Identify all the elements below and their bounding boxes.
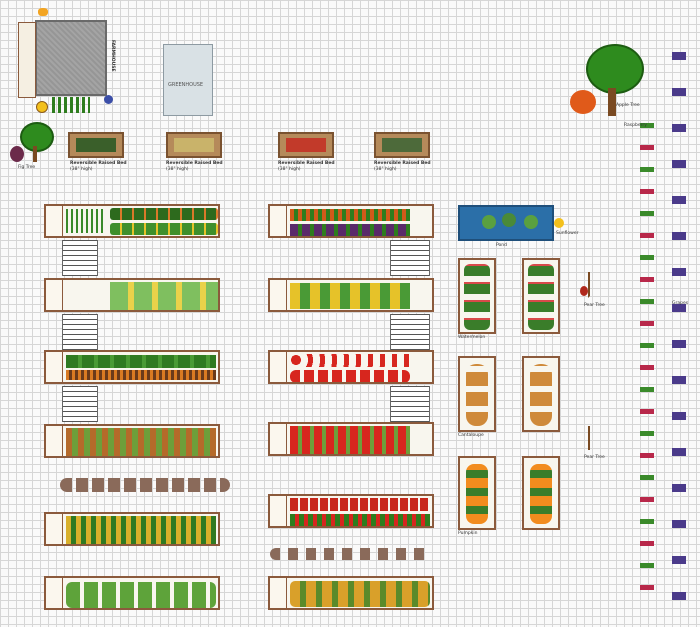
garden-path [62, 240, 98, 276]
raised-bed-sub: (38" high) [278, 167, 301, 172]
herb-row [60, 478, 230, 492]
sunflower-icon [554, 218, 564, 228]
cantaloupe-bed-1[interactable] [458, 356, 496, 432]
pond-label: Pond [496, 243, 508, 248]
cantaloupe-label: Cantaloupe [458, 433, 484, 438]
sunflower-icon [36, 101, 48, 113]
flower-border-bed[interactable] [18, 22, 36, 98]
herb-row [270, 548, 430, 560]
garden-bed-left-3[interactable] [44, 350, 220, 384]
pear-tree-label: Pear Tree [584, 303, 605, 308]
cantaloupe-bed-2[interactable] [522, 356, 560, 432]
grapes-label: Grapes [672, 301, 689, 306]
greenhouse-label: GREENHOUSE [168, 82, 204, 88]
garden-bed-left-5[interactable] [44, 512, 220, 546]
melon-bed-1[interactable] [458, 258, 496, 334]
raised-bed-label: Reversible Raised Bed [278, 161, 335, 166]
pear-tree-icon[interactable] [588, 272, 608, 298]
raspberry-column[interactable] [640, 110, 654, 590]
reversible-raised-bed-1[interactable] [68, 132, 124, 158]
garden-path [390, 386, 430, 422]
garden-bed-mid-3[interactable] [268, 350, 434, 384]
apple-tree-canopy[interactable] [586, 44, 644, 94]
raised-bed-label: Reversible Raised Bed [70, 161, 127, 166]
pumpkin-bed-1[interactable] [458, 456, 496, 530]
sunflower-label: Sunflower [556, 231, 579, 236]
garden-bed-left-2[interactable] [44, 278, 220, 312]
farmhouse[interactable] [35, 20, 107, 96]
pear-tree-label: Pear Tree [584, 455, 605, 460]
blueberry-icon [104, 95, 113, 104]
raised-bed-sub: (38" high) [166, 167, 189, 172]
fig-icon[interactable] [10, 146, 24, 162]
raised-bed-sub: (38" high) [70, 167, 93, 172]
garden-path [62, 386, 98, 422]
garden-bed-left-6[interactable] [44, 576, 220, 610]
apple-tree-trunk [608, 88, 616, 116]
garden-path [62, 314, 98, 350]
raised-bed-label: Reversible Raised Bed [374, 161, 431, 166]
pear-icon[interactable] [580, 286, 588, 296]
watermelon-label: Watermelon [458, 335, 486, 340]
pumpkin-bed-2[interactable] [522, 456, 560, 530]
garden-bed-mid-6[interactable] [268, 576, 434, 610]
garden-path [390, 314, 430, 350]
garden-bed-mid-2[interactable] [268, 278, 434, 312]
raspberry-label: Raspberry [624, 123, 647, 128]
grape-column[interactable] [672, 44, 686, 600]
butterfly-icon [38, 8, 48, 16]
tree-trunk [33, 146, 37, 162]
melon-bed-2[interactable] [522, 258, 560, 334]
tree-canopy[interactable] [20, 122, 54, 152]
pond[interactable] [458, 205, 554, 241]
apple-tree-label: Apple Tree [616, 103, 640, 108]
reversible-raised-bed-4[interactable] [374, 132, 430, 158]
garden-bed-left-4[interactable] [44, 424, 220, 458]
apple-icon[interactable] [570, 90, 596, 114]
fig-tree-label: Fig Tree [18, 165, 36, 170]
pumpkin-label: Pumpkin [458, 531, 478, 536]
greenhouse[interactable]: GREENHOUSE [163, 44, 213, 116]
garden-path [390, 240, 430, 276]
garden-bed-mid-1[interactable] [268, 204, 434, 238]
garden-bed-mid-5[interactable] [268, 494, 434, 528]
reversible-raised-bed-2[interactable] [166, 132, 222, 158]
raised-bed-label: Reversible Raised Bed [166, 161, 223, 166]
corn-row [52, 97, 90, 113]
reversible-raised-bed-3[interactable] [278, 132, 334, 158]
farmhouse-label: FARMHOUSE [110, 40, 115, 72]
garden-bed-mid-4[interactable] [268, 422, 434, 456]
garden-bed-left-1[interactable] [44, 204, 220, 238]
raised-bed-sub: (38" high) [374, 167, 397, 172]
pear-tree-icon[interactable] [588, 426, 608, 450]
